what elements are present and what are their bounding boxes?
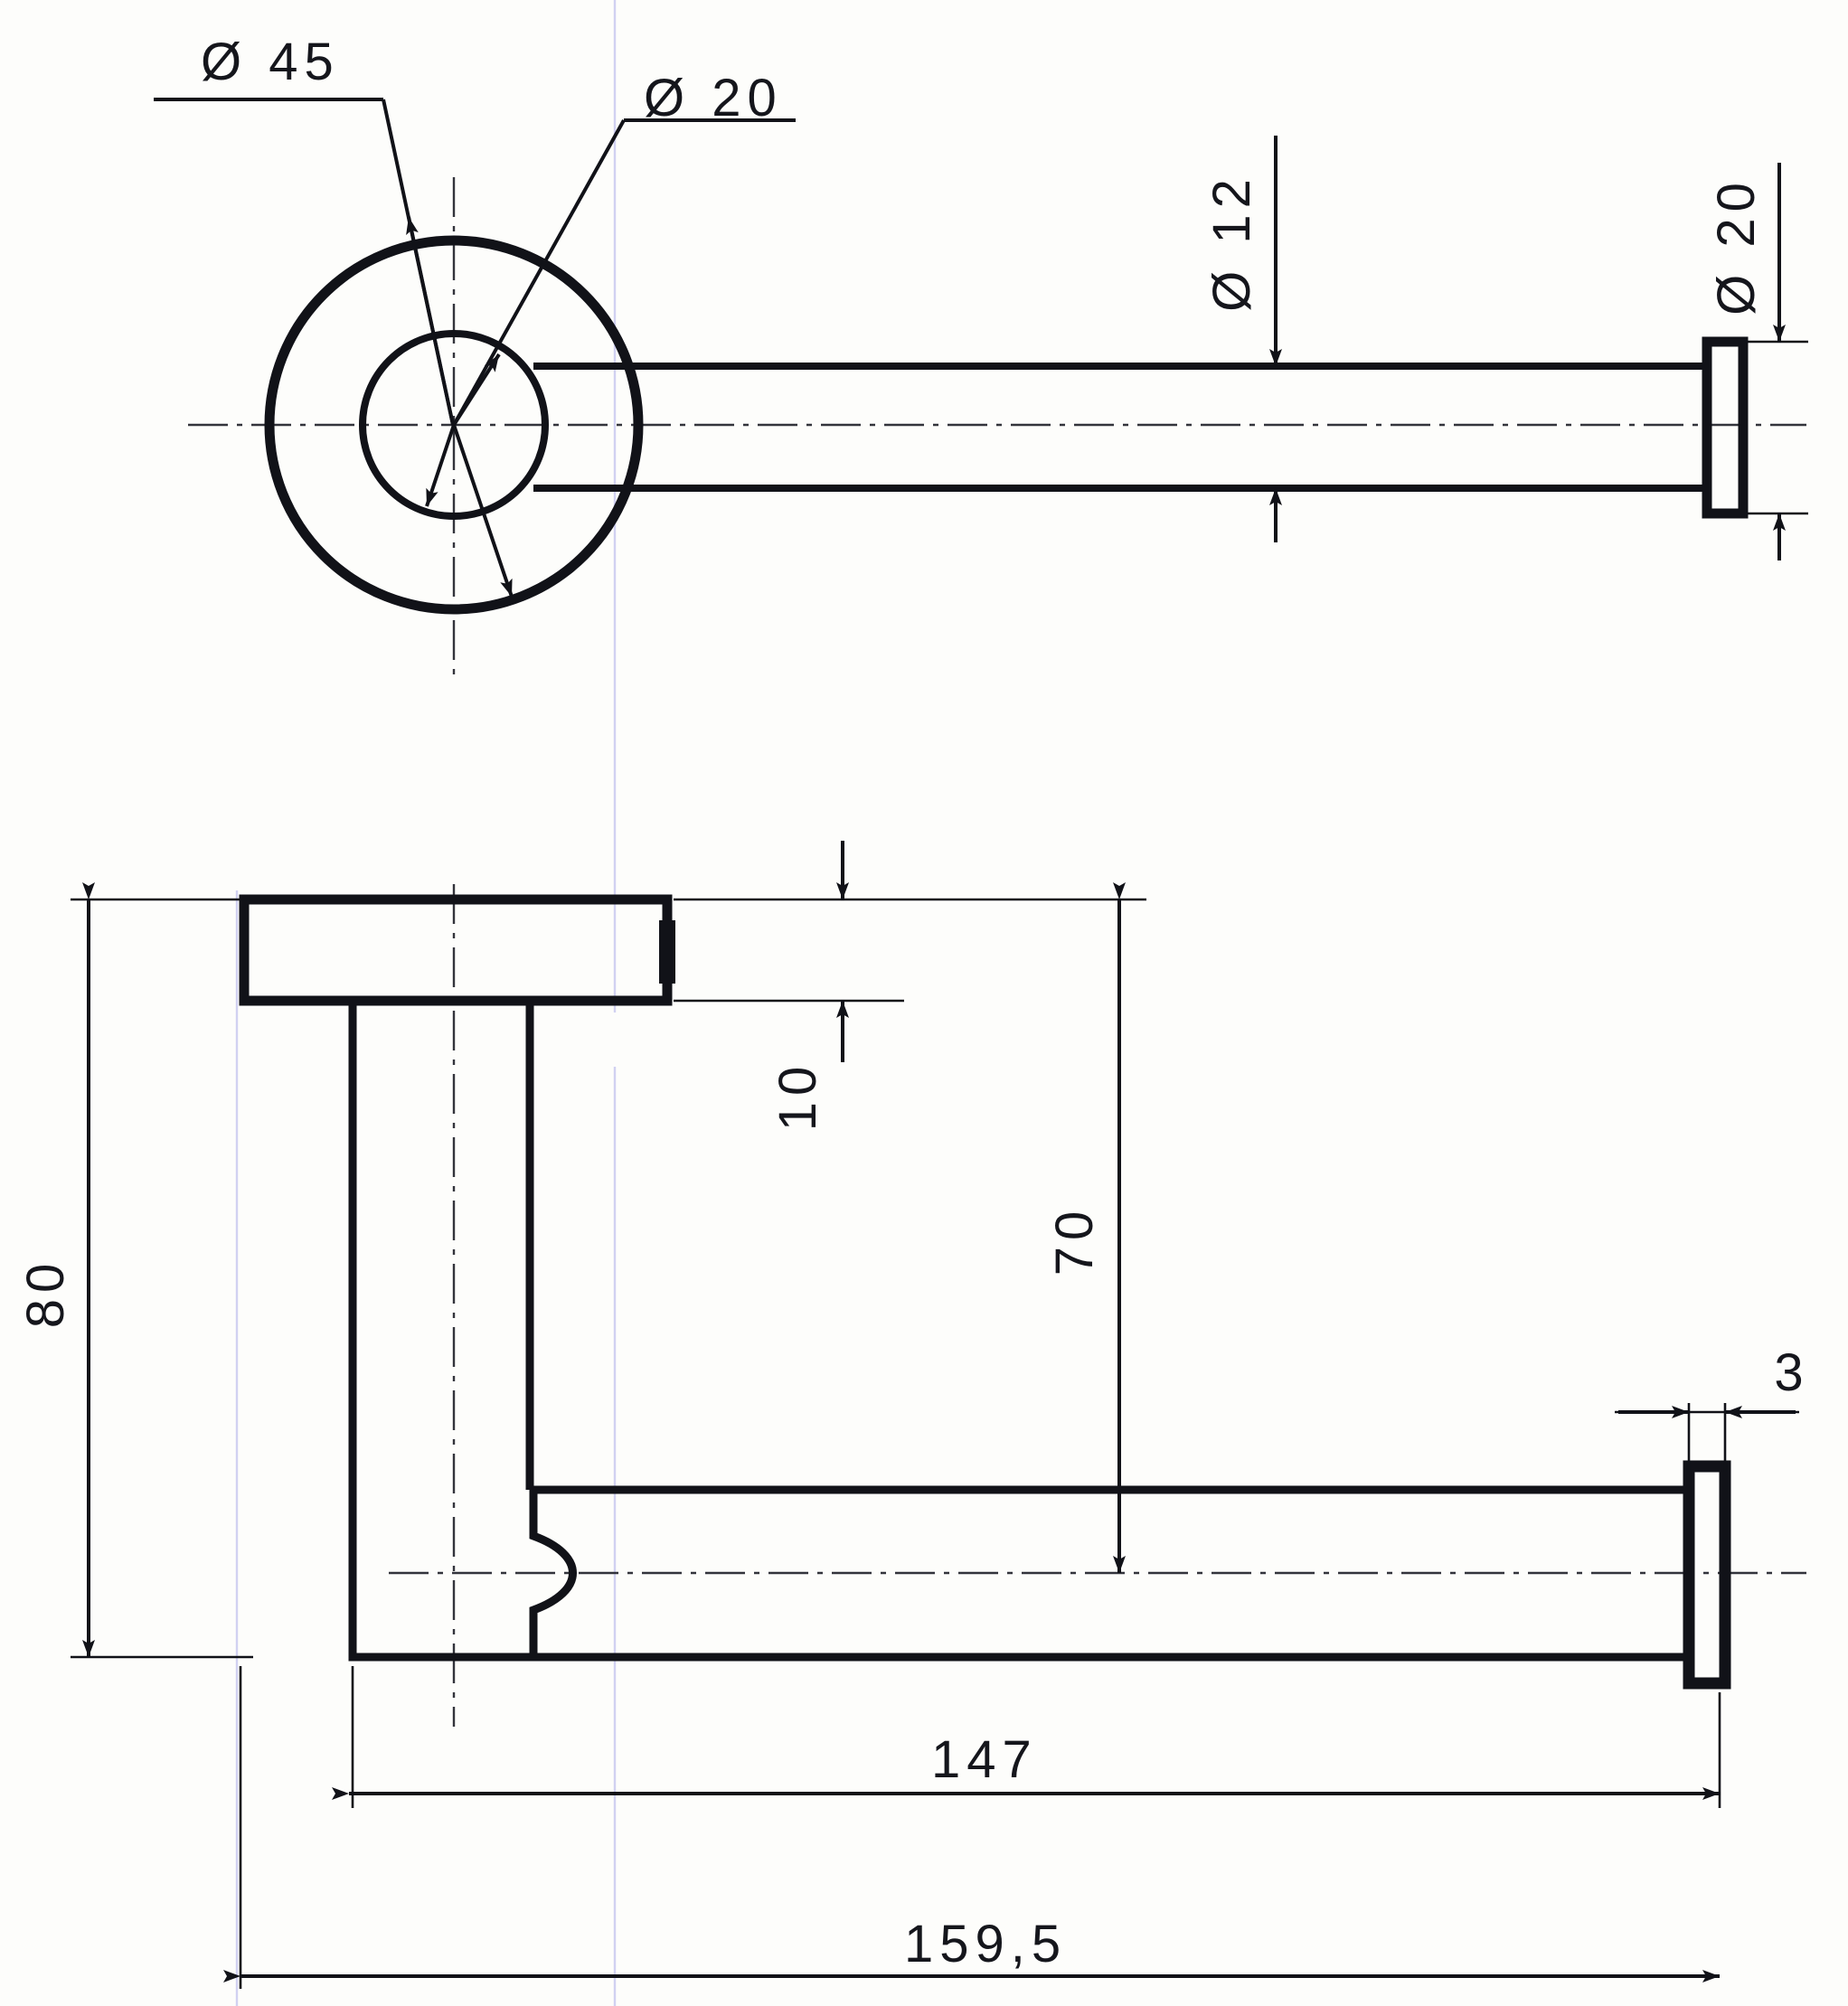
dim-147 — [332, 1666, 1721, 1808]
boss-circle — [359, 330, 549, 520]
bar-shoulder-top-view — [533, 363, 649, 492]
dim-label-10: 10 — [768, 1060, 827, 1132]
side-view — [71, 841, 1806, 1989]
dim-10 — [674, 841, 904, 1062]
dim-label-70: 70 — [1045, 1205, 1104, 1276]
dim-label-d20-top: Ø 20 — [644, 69, 783, 127]
wall-plate-outline — [239, 894, 675, 1006]
dim-label-d12: Ø 12 — [1202, 173, 1261, 312]
holder-body-outline — [348, 1001, 577, 1662]
dim-label-80: 80 — [16, 1257, 75, 1329]
dim-70 — [904, 882, 1146, 1573]
dim-d20-right — [1743, 163, 1808, 560]
dim-159-5 — [223, 1666, 1720, 1989]
dim-label-159-5: 159,5 — [904, 1915, 1067, 1973]
bar-outline-top-view — [533, 363, 1707, 492]
flange-outer-circle — [264, 235, 644, 615]
dim-80 — [71, 882, 253, 1659]
top-view — [154, 98, 1808, 676]
bar-end-cap-top-view — [1702, 336, 1749, 519]
dim-label-147: 147 — [931, 1730, 1038, 1789]
leader-d20-top — [425, 118, 796, 598]
bar-end-cap-side-view — [1683, 1460, 1731, 1690]
bar-outline-side-view — [533, 1485, 1689, 1662]
dim-label-d20-right: Ø 20 — [1707, 176, 1766, 315]
leader-d45-line — [154, 98, 455, 426]
dim-label-d45: Ø 45 — [201, 33, 340, 91]
dim-3 — [1615, 1403, 1799, 1472]
dim-label-3: 3 — [1774, 1343, 1809, 1402]
